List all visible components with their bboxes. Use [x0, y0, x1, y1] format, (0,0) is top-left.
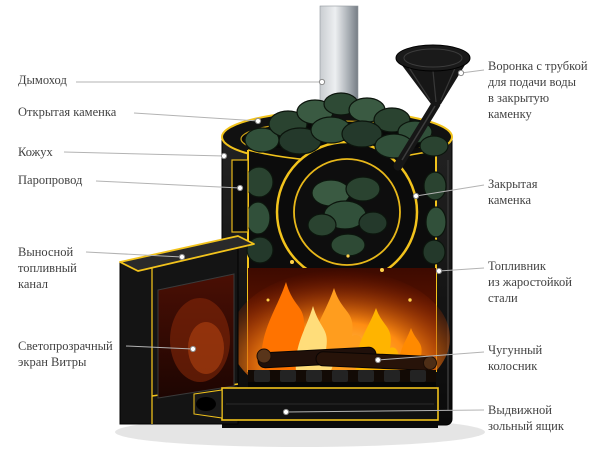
- leader-line-vitra: [125, 345, 194, 350]
- stone: [245, 201, 271, 235]
- leader-line-kozhuh: [63, 151, 225, 157]
- cast-iron-grate: [248, 370, 436, 382]
- funnel-rib: [407, 65, 431, 101]
- spark: [346, 254, 350, 258]
- leader-dot: [178, 253, 186, 261]
- leader-dots: [178, 69, 465, 416]
- body-base: [222, 420, 438, 428]
- leader-line-kolosnik: [377, 351, 485, 361]
- stone: [246, 236, 274, 264]
- funnel-rib: [432, 70, 437, 103]
- stone: [423, 171, 447, 201]
- ash-drawer: [193, 387, 439, 421]
- sparks: [266, 254, 412, 302]
- stone: [345, 176, 381, 202]
- stone: [341, 120, 383, 148]
- label-toplivnik: Топливник из жаростойкой стали: [488, 259, 572, 305]
- grate-gap: [248, 382, 436, 388]
- logs: [256, 346, 437, 371]
- leader-dot: [435, 267, 443, 275]
- leader-dot: [220, 152, 228, 160]
- leader-dot: [236, 184, 244, 192]
- spark: [380, 268, 384, 272]
- leader-line-otkrytaya: [133, 112, 259, 122]
- leader-line-toplivnik: [438, 267, 485, 272]
- label-zolny-yaschik: Выдвижной зольный ящик: [488, 403, 564, 433]
- leader-line-vynosnoy: [85, 251, 183, 258]
- label-vynosnoy-kanal: Выносной топливный канал: [18, 245, 77, 291]
- label-chugunny-kolosnik: Чугунный колосник: [488, 343, 543, 373]
- stone: [422, 239, 446, 265]
- stone: [358, 211, 388, 235]
- leader-dot: [412, 192, 420, 200]
- funnel-tube-highlight: [401, 105, 436, 161]
- label-otkrytaya-kamenka: Открытая каменка: [18, 105, 117, 119]
- ash-drawer-knob: [196, 397, 216, 411]
- stone: [307, 213, 337, 237]
- water-funnel: [393, 44, 471, 171]
- leader-line-zolnik: [285, 409, 485, 413]
- spark: [290, 260, 294, 264]
- stone: [425, 206, 447, 238]
- stones: [244, 92, 449, 265]
- label-dymohod: Дымоход: [18, 73, 67, 87]
- stone: [330, 233, 366, 257]
- grate-slat: [332, 370, 348, 382]
- stone: [419, 135, 449, 157]
- log-end: [256, 348, 272, 364]
- channel-top: [119, 235, 255, 272]
- log-end: [423, 356, 437, 370]
- label-paroprovod: Паропровод: [18, 173, 83, 187]
- steam-duct: [231, 159, 249, 233]
- grate-slat: [358, 370, 374, 382]
- leader-lines: [63, 69, 485, 413]
- spark: [266, 298, 270, 302]
- leader-line-paroprovod: [95, 180, 241, 189]
- grate-slat: [384, 370, 400, 382]
- grate-slat: [254, 370, 270, 382]
- window-glow-core: [188, 322, 224, 374]
- label-kozhuh: Кожух: [18, 145, 53, 159]
- label-zakrytaya-kamenka: Закрытая каменка: [488, 177, 538, 207]
- stone: [244, 166, 274, 198]
- funnel-rib: [440, 65, 457, 101]
- funnel-cone: [398, 60, 468, 104]
- leader-dot: [254, 117, 262, 125]
- leader-dot: [457, 69, 465, 77]
- grate-slat: [410, 370, 426, 382]
- label-vitra-screen: Светопрозрачный экран Витры: [18, 339, 113, 369]
- firebox: [230, 254, 450, 406]
- funnel-mouth-inner: [403, 48, 463, 68]
- fuel-channel: [119, 235, 255, 425]
- leader-dot: [318, 78, 326, 86]
- leader-line-zakrytaya: [415, 184, 485, 197]
- leader-dot: [374, 356, 382, 364]
- grate-slat: [306, 370, 322, 382]
- grate-slat: [280, 370, 296, 382]
- spark: [408, 298, 412, 302]
- leader-line-voronka: [460, 69, 485, 74]
- label-voronka: Воронка с трубкой для подачи воды в закр…: [488, 59, 588, 121]
- leader-dot: [189, 345, 197, 353]
- leader-dot: [282, 408, 290, 416]
